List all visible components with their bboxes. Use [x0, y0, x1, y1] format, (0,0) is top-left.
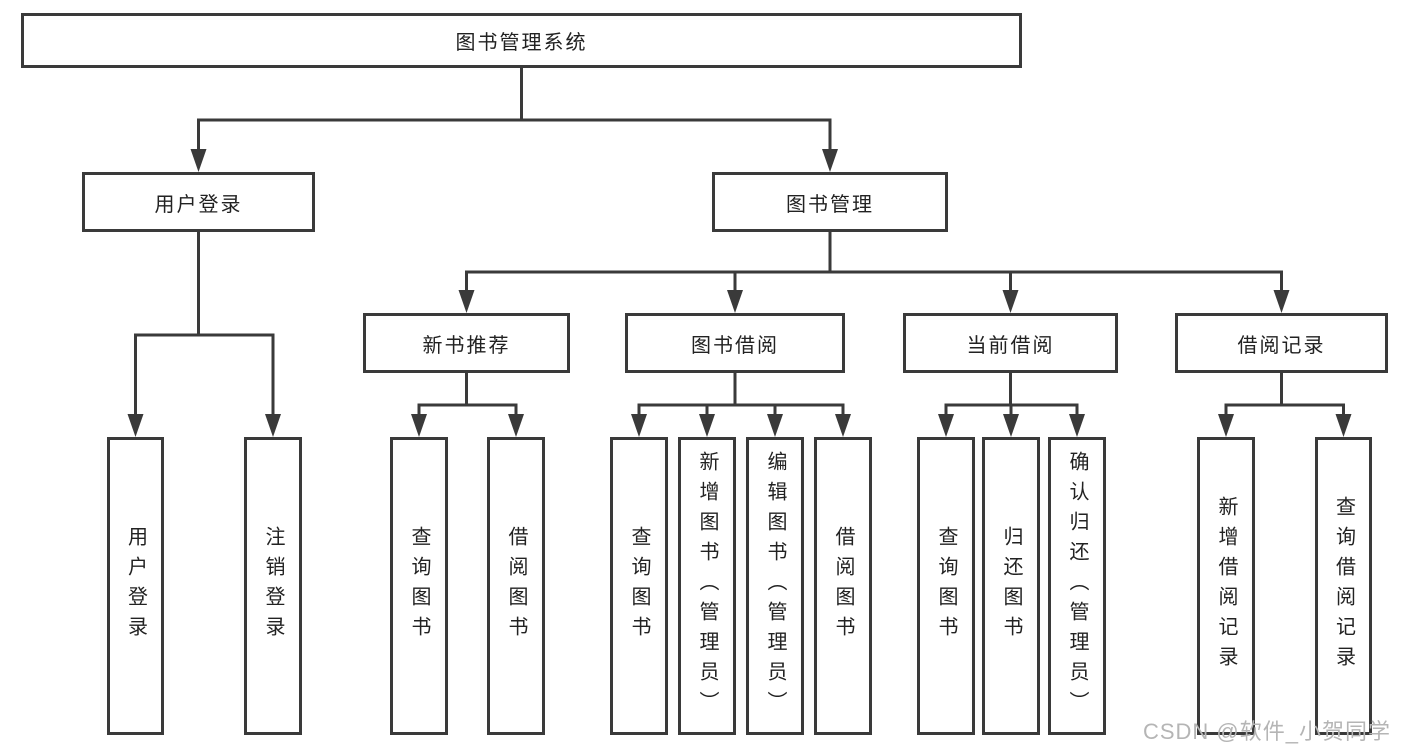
leaf-edit-books-admin: 编辑图书（管理员）: [746, 437, 804, 735]
leaf-user-login: 用户登录: [107, 437, 164, 735]
csdn-watermark: CSDN @软件_小贺同学: [1142, 719, 1391, 744]
leaf-query-books-recommend: 查询图书: [390, 437, 448, 735]
node-current-borrowing: 当前借阅: [903, 313, 1118, 373]
leaf-logout: 注销登录: [244, 437, 302, 735]
leaf-query-books-current: 查询图书: [917, 437, 975, 735]
leaf-query-books-borrowing: 查询图书: [610, 437, 668, 735]
node-new-book-recommend: 新书推荐: [363, 313, 570, 373]
node-book-management: 图书管理: [712, 172, 948, 232]
node-user-login: 用户登录: [82, 172, 315, 232]
leaf-return-books: 归还图书: [982, 437, 1040, 735]
arrowheads: [127, 149, 1352, 437]
leaf-confirm-return-admin: 确认归还（管理员）: [1048, 437, 1106, 735]
node-library-system: 图书管理系统: [21, 13, 1022, 68]
node-borrowing-records: 借阅记录: [1175, 313, 1388, 373]
leaf-borrow-books: 借阅图书: [814, 437, 872, 735]
leaf-add-borrow-record: 新增借阅记录: [1197, 437, 1255, 735]
leaf-query-borrow-record: 查询借阅记录: [1315, 437, 1372, 735]
leaf-borrow-books-recommend: 借阅图书: [487, 437, 545, 735]
leaf-add-books-admin: 新增图书（管理员）: [678, 437, 736, 735]
node-book-borrowing: 图书借阅: [625, 313, 845, 373]
